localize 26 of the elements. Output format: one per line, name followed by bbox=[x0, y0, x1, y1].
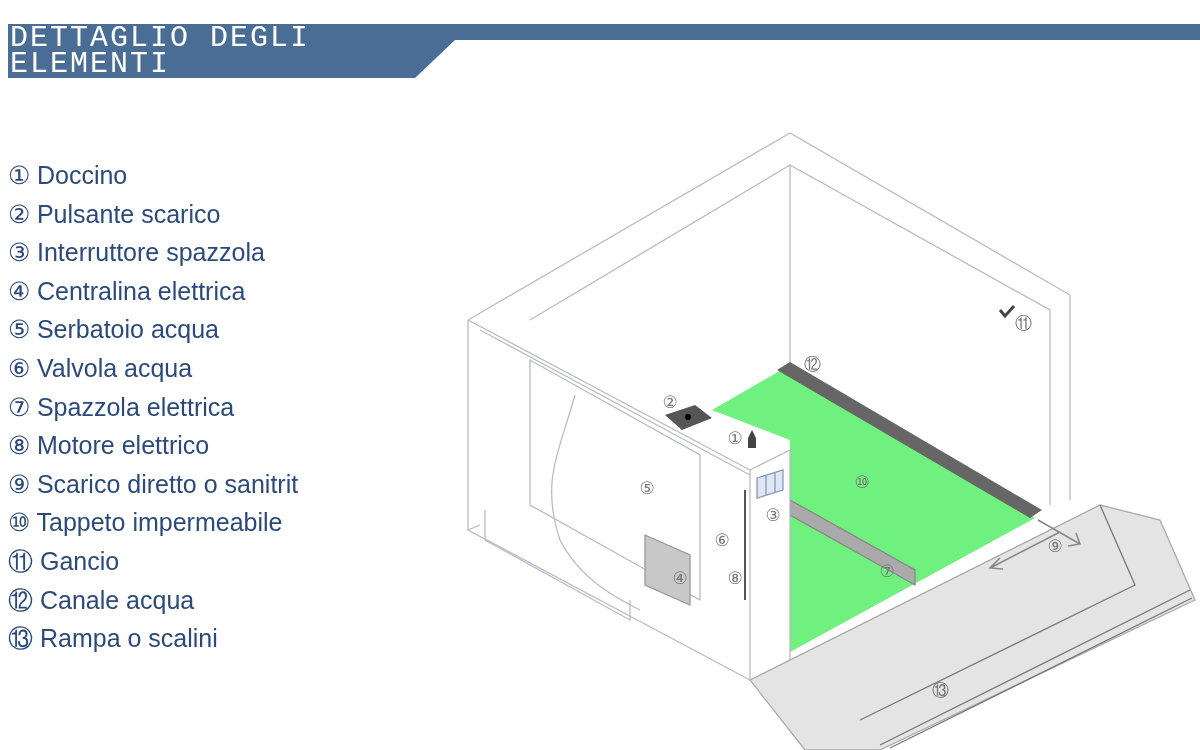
callout-number: ⑩ bbox=[854, 473, 870, 491]
callout-number: ⑨ bbox=[1047, 537, 1063, 555]
legend-item: ⑫ Canale acqua bbox=[8, 584, 195, 615]
callout-number: ⑥ bbox=[714, 531, 730, 549]
legend-item: ⑨ Scarico diretto o sanitrit bbox=[8, 468, 299, 499]
legend-item: ② Pulsante scarico bbox=[8, 198, 221, 229]
legend-item: ⑤ Serbatoio acqua bbox=[8, 314, 220, 345]
callout-number: ⑤ bbox=[639, 479, 655, 497]
legend-item: ⑩ Tappeto impermeabile bbox=[8, 507, 283, 538]
callout-number: ① bbox=[727, 429, 743, 447]
callout-number: ② bbox=[662, 393, 678, 411]
legend-item: ⑬ Rampa o scalini bbox=[8, 623, 218, 654]
legend-item: ① Doccino bbox=[8, 160, 128, 190]
legend-item: ⑪ Gancio bbox=[8, 546, 120, 576]
legend-item: ⑥ Valvola acqua bbox=[8, 353, 193, 383]
legend-item: ④ Centralina elettrica bbox=[8, 275, 246, 306]
callout-number: ④ bbox=[672, 569, 688, 587]
callout-number: ⑪ bbox=[1014, 314, 1032, 332]
legend-item: ⑧ Motore elettrico bbox=[8, 430, 210, 461]
title: DETTAGLIO DEGLI ELEMENTI bbox=[10, 25, 312, 77]
legend-item: ③ Interruttore spazzola bbox=[8, 237, 265, 268]
callout-number: ③ bbox=[765, 506, 781, 524]
callout-number: ⑫ bbox=[803, 355, 821, 373]
callout-number: ⑬ bbox=[931, 681, 949, 699]
callout-number: ⑧ bbox=[727, 569, 743, 587]
legend-item: ⑦ Spazzola elettrica bbox=[8, 391, 235, 422]
